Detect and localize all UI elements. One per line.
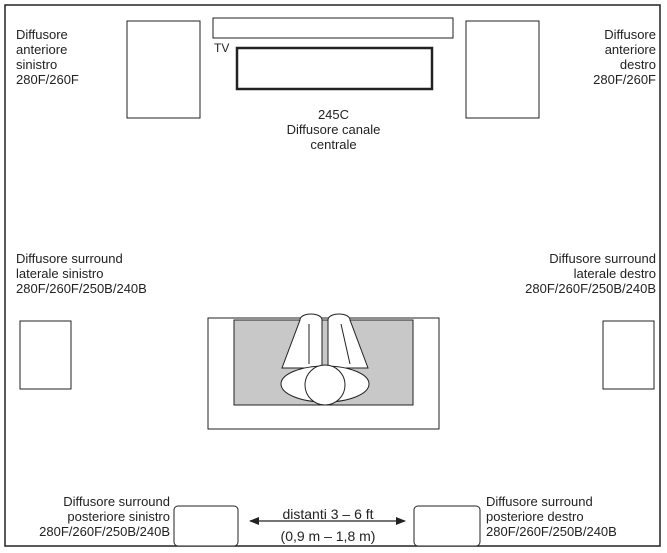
side-right-position: laterale destro — [573, 266, 656, 281]
center-title: Diffusore canale — [286, 122, 381, 137]
rear-left-speaker-label: Diffusore surround posteriore sinistro 2… — [39, 494, 170, 539]
rear-left-title: Diffusore surround — [63, 494, 170, 509]
listener-right-leg — [327, 313, 369, 369]
front-left-title: Diffusore — [16, 27, 68, 42]
side-right-speaker-label: Diffusore surround laterale destro 280F/… — [525, 251, 656, 296]
front-right-side: destro — [619, 57, 656, 72]
tv-screen — [212, 17, 454, 39]
rear-right-models: 280F/260F/250B/240B — [486, 524, 617, 539]
listener-left-leg — [281, 313, 323, 369]
room-outline — [4, 4, 661, 547]
front-left-speaker-label: Diffusore anteriore sinistro 280F/260F — [16, 27, 79, 87]
front-right-speaker — [465, 20, 540, 119]
side-left-models: 280F/260F/250B/240B — [16, 281, 147, 296]
front-right-title: Diffusore — [604, 27, 656, 42]
rear-right-speaker — [413, 505, 481, 547]
side-right-speaker — [602, 320, 655, 390]
side-right-title: Diffusore surround — [549, 251, 656, 266]
rear-right-position: posteriore destro — [486, 509, 584, 524]
side-left-speaker — [19, 320, 72, 390]
center-speaker — [235, 46, 434, 91]
front-right-speaker-label: Diffusore anteriore destro 280F/260F — [593, 27, 656, 87]
front-left-side: sinistro — [16, 57, 58, 72]
rear-left-models: 280F/260F/250B/240B — [39, 524, 170, 539]
couch-with-listener — [207, 313, 440, 430]
center-subtitle: centrale — [310, 137, 357, 152]
rear-right-speaker-label: Diffusore surround posteriore destro 280… — [486, 494, 617, 539]
distance-meters: (0,9 m – 1,8 m) — [280, 528, 376, 544]
side-right-models: 280F/260F/250B/240B — [525, 281, 656, 296]
rear-left-position: posteriore sinistro — [67, 509, 170, 524]
side-left-speaker-label: Diffusore surround laterale sinistro 280… — [16, 251, 147, 296]
distance-feet: distanti 3 – 6 ft — [282, 506, 374, 522]
tv-label: TV — [214, 41, 230, 55]
front-left-position: anteriore — [16, 42, 68, 57]
center-model: 245C — [317, 107, 350, 122]
rear-left-speaker — [173, 505, 239, 547]
rear-right-title: Diffusore surround — [486, 494, 593, 509]
distance-label: distanti 3 – 6 ft (0,9 m – 1,8 m) — [252, 503, 404, 547]
side-left-position: laterale sinistro — [16, 266, 104, 281]
center-speaker-label: 245C Diffusore canale centrale — [252, 107, 415, 152]
front-left-speaker — [126, 20, 201, 119]
listener-head — [304, 364, 346, 406]
front-right-position: anteriore — [604, 42, 656, 57]
front-left-models: 280F/260F — [16, 72, 79, 87]
front-right-models: 280F/260F — [593, 72, 656, 87]
side-left-title: Diffusore surround — [16, 251, 123, 266]
